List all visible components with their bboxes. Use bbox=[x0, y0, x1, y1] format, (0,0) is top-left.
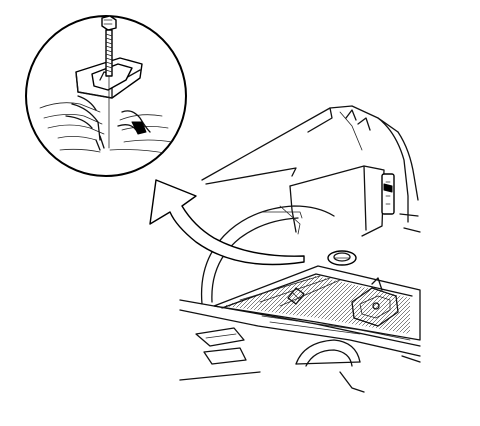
trunk-body-linework bbox=[179, 105, 421, 393]
bolt-icon bbox=[101, 15, 117, 149]
curved-direction-arrow bbox=[149, 179, 305, 266]
magnified-fastener-detail bbox=[25, 15, 187, 177]
